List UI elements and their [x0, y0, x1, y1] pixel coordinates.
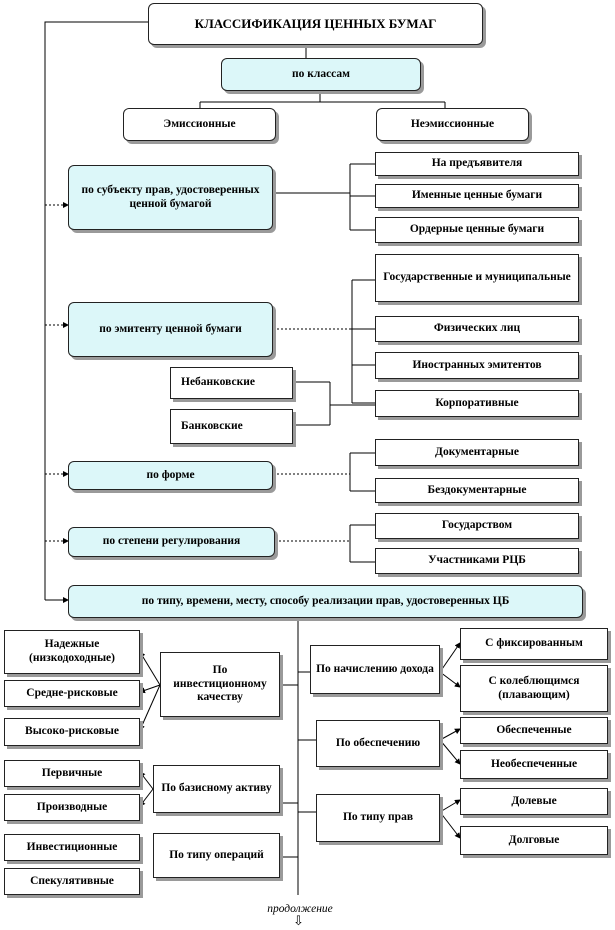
- category-by-subject: по субъекту прав, удостоверенных ценной …: [68, 165, 273, 230]
- form-item: Бездокументарные: [375, 478, 579, 503]
- form-item: Документарные: [375, 439, 579, 466]
- rights-item: Долевые: [460, 788, 608, 815]
- class-item: Эмиссионные: [123, 108, 276, 141]
- subject-item: На предъявителя: [375, 152, 579, 176]
- category-by-class: по классам: [221, 58, 421, 91]
- subcategory-investment-quality: По инвестиционному качеству: [160, 652, 280, 717]
- category-by-issuer: по эмитенту ценной бумаги: [68, 302, 273, 357]
- down-arrow-icon: ⇩: [293, 914, 304, 929]
- subcategory-operations: По типу операций: [153, 833, 280, 878]
- subject-item: Именные ценные бумаги: [375, 184, 579, 208]
- subcategory-base-asset: По базисному активу: [153, 765, 280, 813]
- subcategory-income: По начислению дохода: [310, 645, 440, 694]
- investment-quality-item: Надежные (низкодоходные): [4, 630, 140, 674]
- category-by-type: по типу, времени, месту, способу реализа…: [68, 585, 583, 618]
- investment-quality-item: Высоко-рисковые: [4, 718, 140, 746]
- income-item: С фиксированным: [460, 628, 608, 660]
- diagram-title: КЛАССИФИКАЦИЯ ЦЕННЫХ БУМАГ: [148, 3, 483, 45]
- security-item: Необеспеченные: [460, 750, 608, 779]
- rights-item: Долговые: [460, 826, 608, 855]
- security-item: Обеспеченные: [460, 717, 608, 744]
- regulation-item: Государством: [375, 513, 579, 539]
- subject-item: Ордерные ценные бумаги: [375, 217, 579, 243]
- category-by-regulation: по степени регулирования: [68, 527, 275, 557]
- regulation-item: Участниками РЦБ: [375, 548, 579, 574]
- category-by-form: по форме: [68, 461, 273, 490]
- base-asset-item: Первичные: [4, 760, 140, 787]
- operations-item: Спекулятивные: [4, 868, 140, 895]
- issuer-item: Корпоративные: [375, 390, 579, 417]
- issuer-item: Иностранных эмитентов: [375, 352, 579, 379]
- investment-quality-item: Средне-рисковые: [4, 680, 140, 707]
- corporate-subitem: Небанковские: [170, 367, 293, 399]
- corporate-subitem: Банковские: [170, 409, 293, 444]
- base-asset-item: Производные: [4, 794, 140, 821]
- issuer-item: Государственные и муниципальные: [375, 254, 579, 302]
- continuation-label: продолжение: [267, 903, 333, 915]
- subcategory-rights: По типу прав: [316, 794, 440, 842]
- issuer-item: Физических лиц: [375, 316, 579, 342]
- income-item: С колеблющимся (плавающим): [460, 665, 608, 712]
- operations-item: Инвестиционные: [4, 834, 140, 861]
- class-item: Неэмиссионные: [376, 108, 529, 141]
- subcategory-security: По обеспечению: [316, 720, 440, 767]
